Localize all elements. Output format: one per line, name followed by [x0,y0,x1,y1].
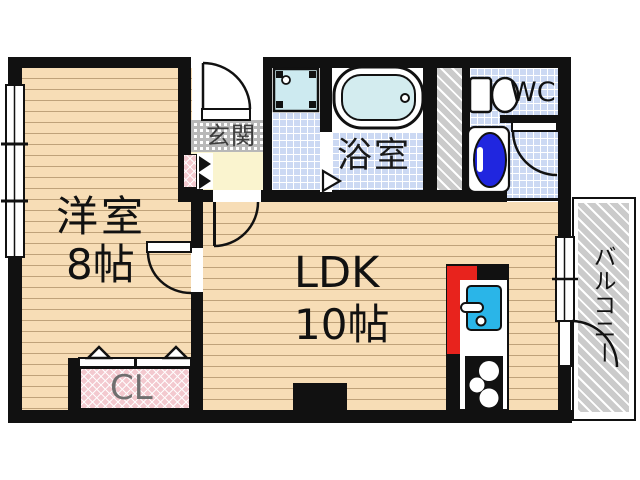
balcony-hatch [578,203,629,412]
closet-label: CL [110,368,153,408]
closet-door-left [78,357,136,368]
entrance-tile [191,120,265,152]
western-room-floor [22,68,192,410]
wall-laundry-bath [320,57,332,132]
kitchen-black-top [477,266,509,280]
pillar-bottom [293,383,347,412]
western-room-window [5,84,25,258]
kitchen-black-side [447,354,460,411]
western-room-size: 8帖 [66,240,135,289]
laundry-tile [272,112,320,195]
pipe-space-hatch [437,68,462,190]
wall-right-upper [558,57,571,202]
wall-ps-wc [462,57,470,202]
washroom-threshold-line [507,198,558,201]
bathroom-upper-white [332,68,423,132]
laundry-area-white [272,68,320,112]
ldk-window [555,236,575,322]
hall-ldk-door-opening [213,190,261,202]
wall-bottom [8,410,572,423]
wc-label: WC [510,77,556,108]
wall-bath-ps [423,57,437,202]
wall-top-right [263,57,571,68]
wall-top-left [8,57,191,68]
balcony-door-leaf [558,320,572,367]
wall-closet-stub [68,358,78,412]
kitchen-sink [466,285,502,331]
kitchen-red-side [447,280,460,354]
wall-entrance-laundry [263,68,272,190]
entrance-label: 玄関 [206,122,256,150]
wall-western-ldk [191,188,203,412]
bathroom-tile [332,132,423,190]
entrance-door-opening [191,57,263,68]
western-room-label: 洋室 [56,192,147,241]
shoe-cabinet-strip [197,153,213,189]
balcony-label: バルコニー [589,245,615,365]
bathroom-label: 浴室 [337,136,412,176]
kitchen-red-top [447,266,477,280]
wall-wc-partition [500,115,558,123]
kitchen-stove [465,356,503,409]
entrance-door [201,61,252,121]
closet-door-right [135,357,192,368]
ldk-label: LDK [294,248,380,298]
western-door-opening [191,248,203,292]
ldk-size: 10帖 [294,300,390,349]
bathroom-door-opening [320,132,332,192]
shoe-cabinet [183,154,197,188]
